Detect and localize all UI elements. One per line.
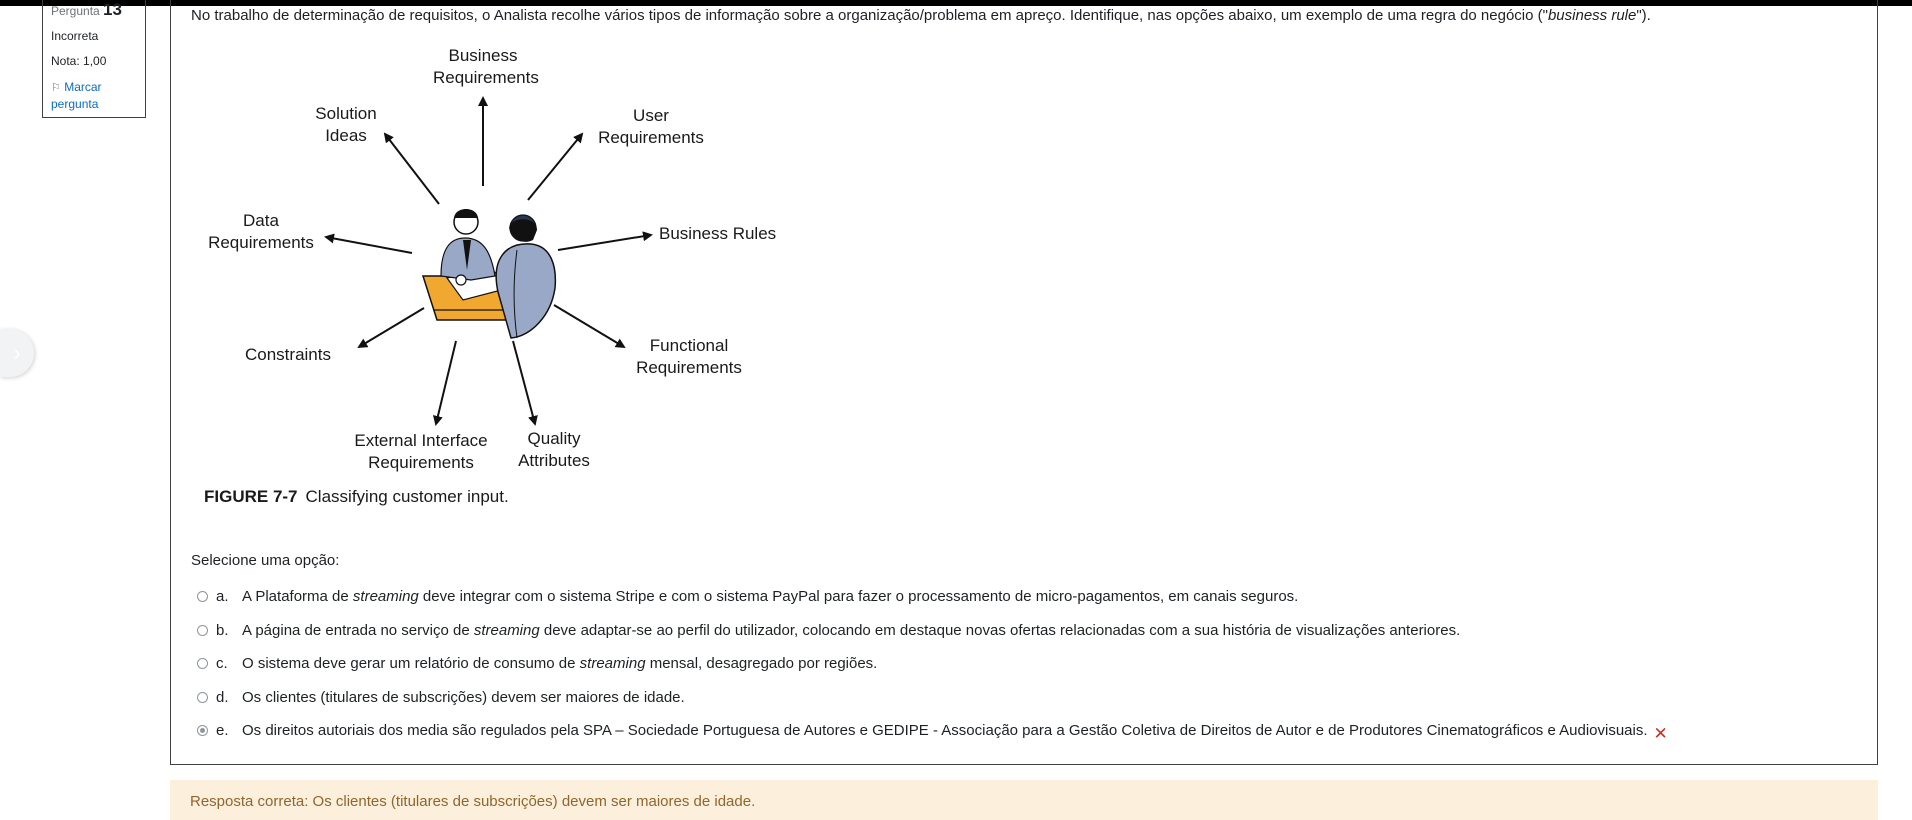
answer-text: A página de entrada no serviço de stream… (242, 621, 1461, 639)
label-business-rules: Business Rules (659, 224, 777, 243)
x-icon: ✕ (1653, 723, 1668, 743)
question-grade: Nota: 1,00 (51, 54, 107, 68)
top-bar (0, 0, 1912, 6)
answer-option-d[interactable]: d. Os clientes (titulares de subscrições… (197, 681, 1668, 715)
answer-option-c[interactable]: c. O sistema deve gerar um relatório de … (197, 647, 1668, 681)
question-formulation: No trabalho de determinação de requisito… (170, 0, 1878, 765)
answer-option-a[interactable]: a. A Plataforma de streaming deve integr… (197, 580, 1668, 614)
label-functional-requirements: Functional Requirements (636, 336, 742, 377)
answer-option-b[interactable]: b. A página de entrada no serviço de str… (197, 614, 1668, 648)
answer-option-e[interactable]: e. Os direitos autoriais dos media são r… (197, 714, 1668, 748)
answer-text: A Plataforma de streaming deve integrar … (242, 588, 1299, 606)
arrow-quality-attributes (512, 340, 538, 426)
answer-text: Os clientes (titulares de subscrições) d… (242, 688, 685, 706)
label-solution-ideas: Solution Ideas (315, 104, 377, 145)
answer-text: Os direitos autoriais dos media são regu… (242, 722, 1648, 740)
radio-button[interactable] (197, 658, 208, 670)
requirements-figure: Business Requirements Solution Ideas Use… (191, 40, 791, 520)
chevron-right-icon: › (13, 340, 21, 365)
flag-question-link[interactable]: ⚐ Marcar pergunta (51, 80, 102, 111)
arrow-business-rules (557, 231, 653, 251)
arrow-data-requirements (324, 233, 413, 254)
arrow-user-requirements (527, 132, 584, 201)
select-option-prompt: Selecione uma opção: (191, 552, 340, 569)
arrow-external-interface (433, 340, 457, 426)
radio-button-selected[interactable] (197, 725, 208, 737)
question-number: Pergunta 13 (51, 0, 122, 19)
question-text: No trabalho de determinação de requisito… (191, 7, 1651, 24)
question-state: Incorreta (51, 29, 99, 43)
question-info-panel: Pergunta 13 Incorreta Nota: 1,00 ⚐ Marca… (42, 0, 146, 118)
flag-icon: ⚐ (51, 82, 61, 94)
label-external-interface-requirements: External Interface Requirements (354, 431, 488, 472)
meeting-illustration (421, 209, 557, 339)
label-user-requirements: User Requirements (598, 106, 704, 147)
label-data-requirements: Data Requirements (208, 211, 314, 252)
drawer-toggle-button[interactable]: › (0, 329, 34, 377)
label-quality-attributes: Quality Attributes (518, 429, 590, 470)
answer-options: a. A Plataforma de streaming deve integr… (197, 580, 1668, 748)
radio-button[interactable] (197, 624, 208, 636)
arrow-functional-requirements (553, 304, 626, 349)
label-constraints: Constraints (245, 345, 331, 364)
arrow-solution-ideas (383, 132, 440, 205)
arrow-constraints (357, 307, 425, 349)
correct-answer-feedback: Resposta correta: Os clientes (titulares… (170, 780, 1878, 820)
radio-button[interactable] (197, 691, 208, 703)
label-business-requirements: Business Requirements (433, 46, 539, 87)
radio-button[interactable] (197, 591, 208, 603)
figure-drawing (324, 96, 653, 426)
answer-text: O sistema deve gerar um relatório de con… (242, 655, 878, 673)
